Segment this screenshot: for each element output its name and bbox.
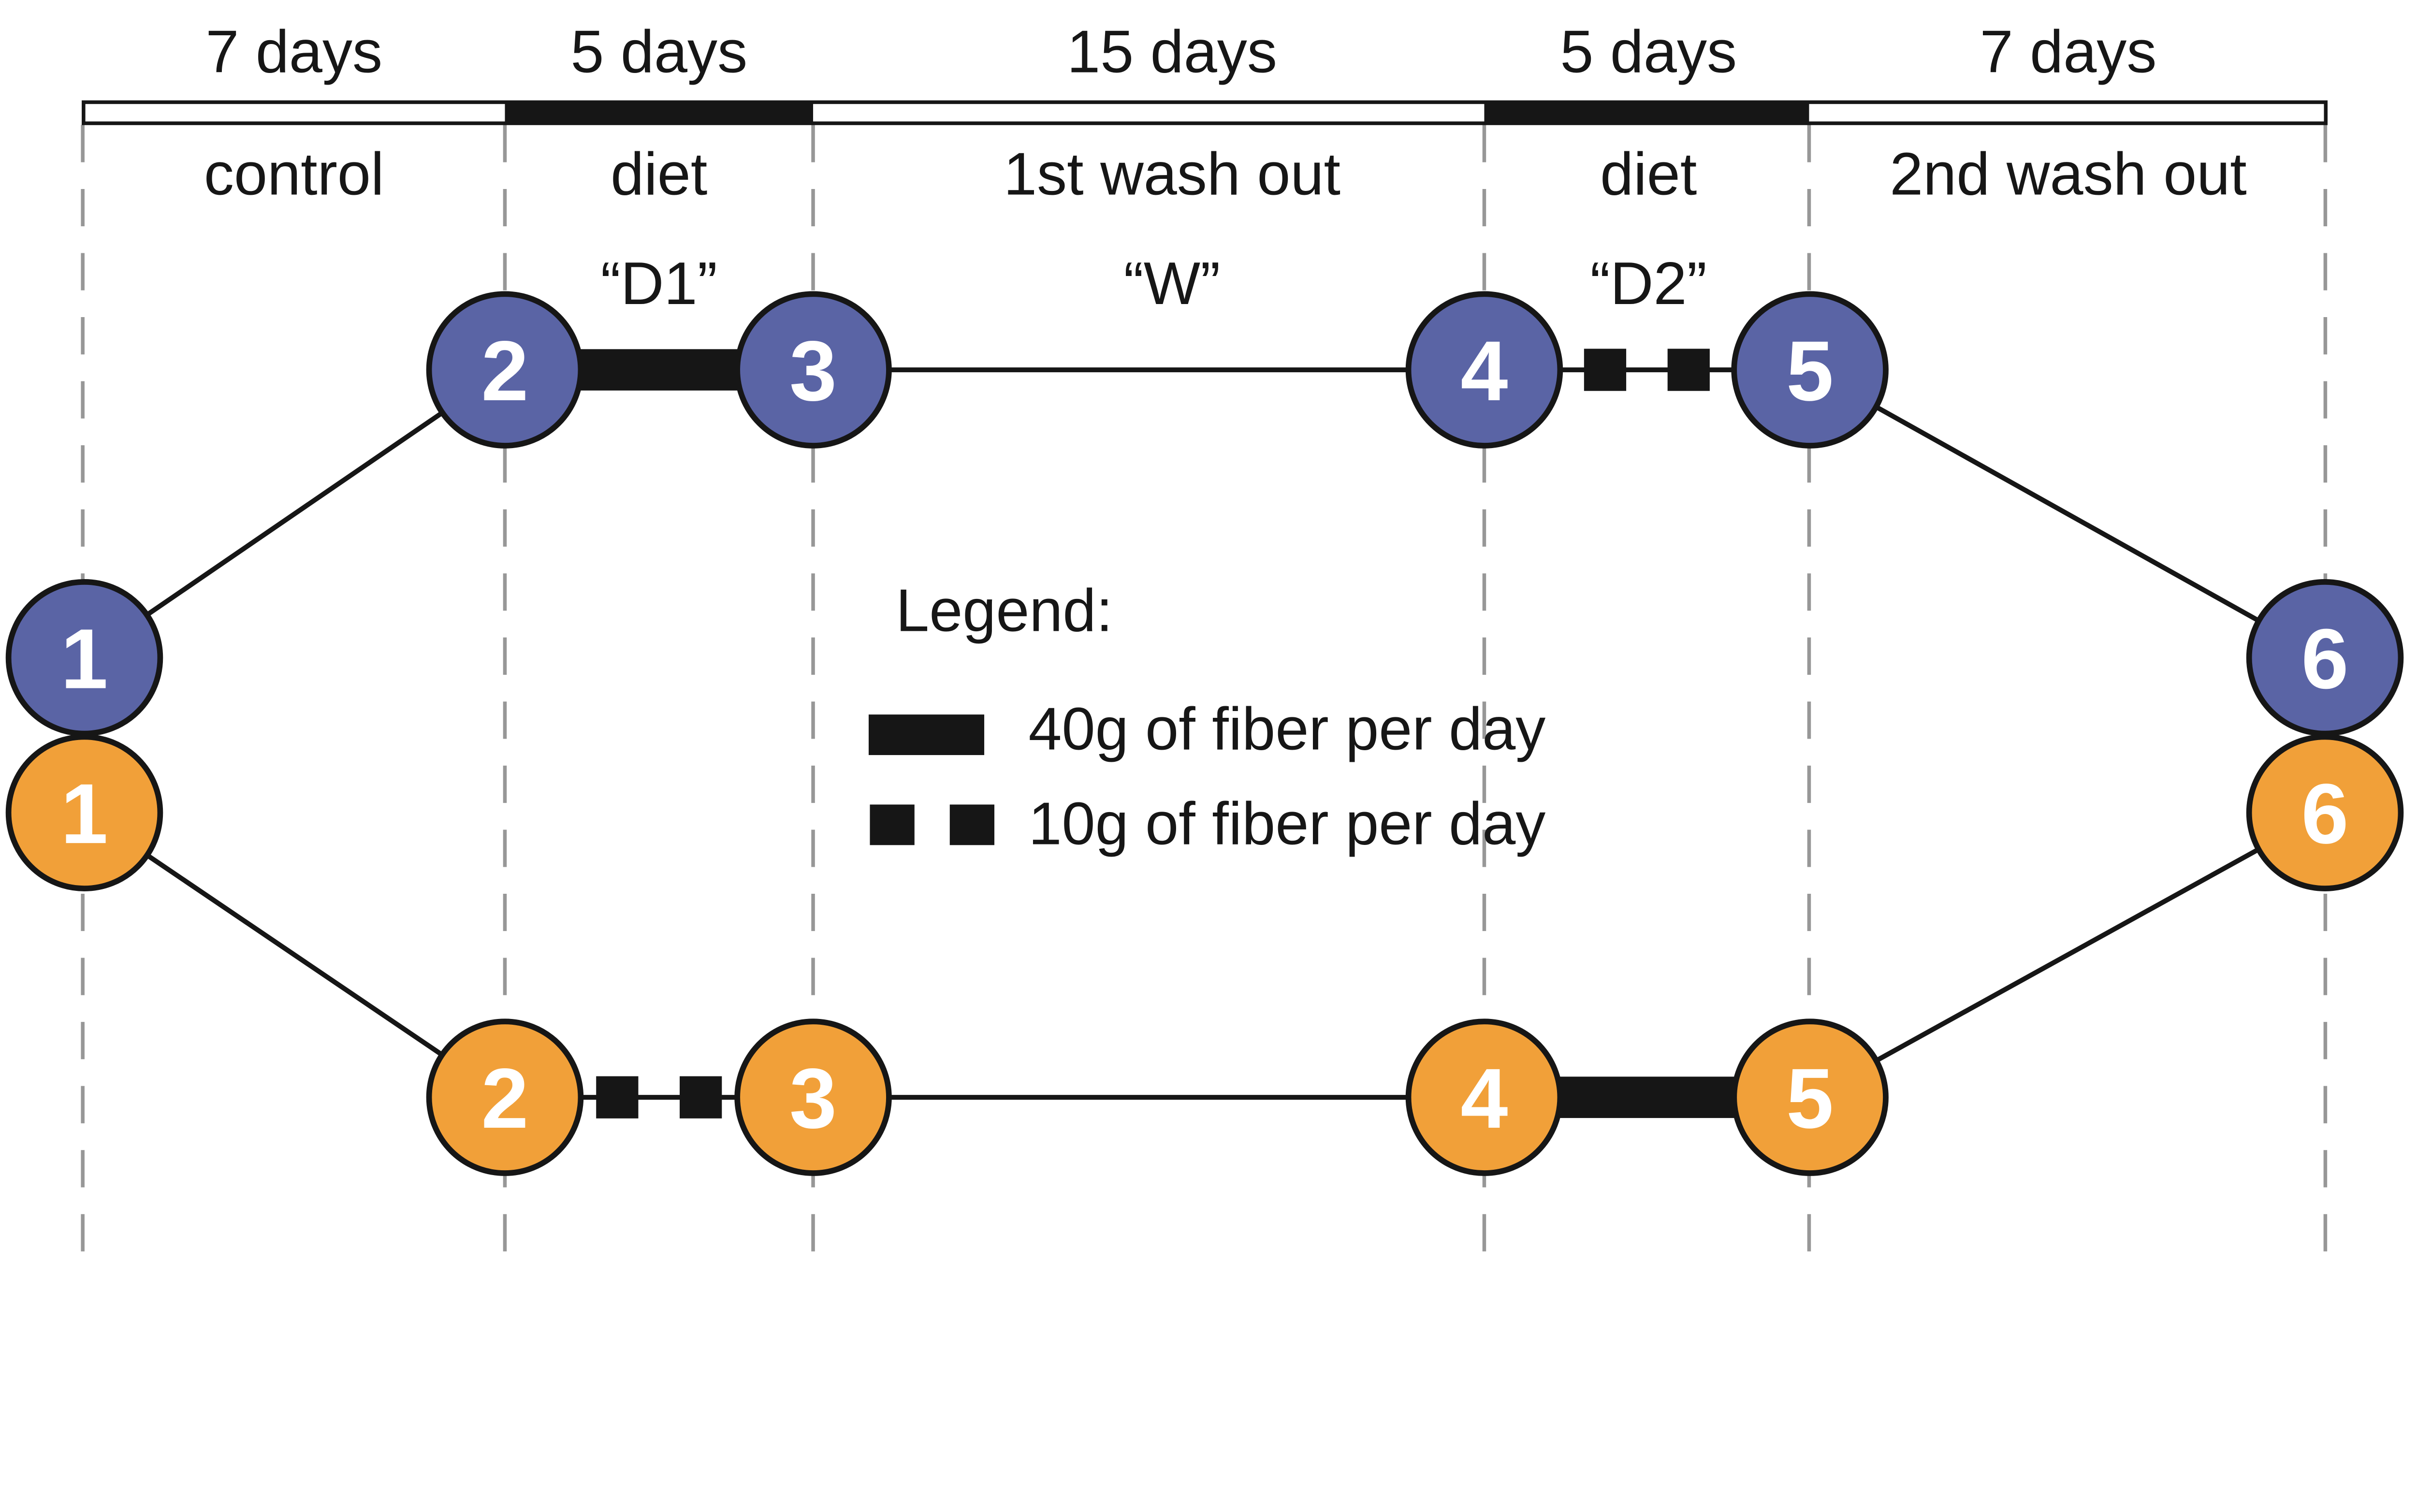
node-orange-6: 6	[2246, 734, 2404, 891]
phase-name-label: diet	[611, 141, 707, 208]
node-circle	[1731, 1018, 1889, 1176]
connector-orange-1-2	[83, 811, 507, 1100]
node-label: 2	[481, 1051, 528, 1146]
legend-item-label: 10g of fiber per day	[1029, 791, 1546, 858]
study-design-diagram: 7 days 5 days 15 days 5 days 7 days cont…	[5, 18, 2404, 1269]
node-circle	[426, 1018, 584, 1176]
fiber-10g-square	[1667, 349, 1710, 391]
node-label: 5	[1786, 324, 1834, 419]
phase-duration-label: 5 days	[1560, 18, 1737, 85]
orange-arm-connectors	[83, 810, 2326, 1119]
phase-name-label: 2nd wash out	[1890, 141, 2247, 208]
connector-blue-5-6	[1808, 367, 2327, 660]
legend-swatch-10g-square	[949, 804, 995, 845]
connector-blue-1-2	[83, 367, 507, 660]
fiber-10g-square	[1584, 349, 1627, 391]
phase-code-labels: “D1” “W” “D2”	[601, 250, 1707, 317]
node-blue-2: 2	[426, 291, 584, 449]
legend-item-label: 40g of fiber per day	[1029, 696, 1546, 762]
legend: Legend: 40g of fiber per day 10g of fibe…	[868, 577, 1546, 858]
node-orange-4: 4	[1405, 1018, 1563, 1176]
phase-duration-label: 5 days	[570, 18, 747, 85]
node-circle	[2246, 579, 2404, 737]
timeline-bar	[82, 100, 2328, 125]
phase-duration-label: 7 days	[205, 18, 382, 85]
phase-code-label: “W”	[1124, 250, 1221, 317]
blue-arm-connectors	[83, 349, 2327, 660]
node-blue-4: 4	[1405, 291, 1563, 449]
blue-arm-nodes: 1 2 3 4 5 6	[5, 291, 2404, 737]
phase-duration-label: 15 days	[1067, 18, 1277, 85]
duration-labels: 7 days 5 days 15 days 5 days 7 days	[205, 18, 2156, 85]
diet-segment-2	[1484, 101, 1809, 125]
node-orange-3: 3	[734, 1018, 892, 1176]
fiber-10g-square	[596, 1076, 639, 1119]
phase-duration-label: 7 days	[1980, 18, 2157, 85]
node-circle	[426, 291, 584, 449]
node-circle	[5, 579, 163, 737]
node-circle	[734, 1018, 892, 1176]
node-blue-1: 1	[5, 579, 163, 737]
node-label: 5	[1786, 1051, 1834, 1146]
node-label: 4	[1460, 1051, 1508, 1146]
node-circle	[1731, 291, 1889, 449]
node-label: 1	[61, 612, 108, 707]
diet-segment-1	[505, 101, 814, 125]
node-label: 6	[2301, 767, 2349, 861]
node-blue-6: 6	[2246, 579, 2404, 737]
node-orange-2: 2	[426, 1018, 584, 1176]
fiber-10g-square	[680, 1076, 722, 1119]
legend-title: Legend:	[896, 577, 1113, 644]
node-label: 4	[1460, 324, 1508, 419]
phase-name-label: diet	[1600, 141, 1697, 208]
phase-name-label: 1st wash out	[1004, 141, 1340, 208]
node-circle	[1405, 291, 1563, 449]
node-label: 3	[789, 324, 837, 419]
node-orange-5: 5	[1731, 1018, 1889, 1176]
legend-swatch-40g-bar	[868, 714, 985, 756]
timeline-track	[82, 100, 2328, 125]
phase-name-label: control	[204, 141, 384, 208]
node-circle	[1405, 1018, 1563, 1176]
node-label: 2	[481, 324, 528, 419]
phase-code-label: “D1”	[601, 250, 717, 317]
node-label: 3	[789, 1051, 837, 1146]
legend-swatch-10g-square	[870, 804, 915, 845]
node-label: 6	[2301, 612, 2349, 707]
node-orange-1: 1	[5, 734, 163, 891]
phase-name-labels: control diet 1st wash out diet 2nd wash …	[204, 141, 2247, 208]
node-blue-5: 5	[1731, 291, 1889, 449]
node-circle	[734, 291, 892, 449]
node-circle	[5, 734, 163, 891]
phase-code-label: “D2”	[1590, 250, 1707, 317]
node-blue-3: 3	[734, 291, 892, 449]
connector-orange-5-6	[1808, 810, 2326, 1100]
node-label: 1	[61, 767, 108, 861]
orange-arm-nodes: 1 2 3 4 5 6	[5, 734, 2404, 1176]
node-circle	[2246, 734, 2404, 891]
